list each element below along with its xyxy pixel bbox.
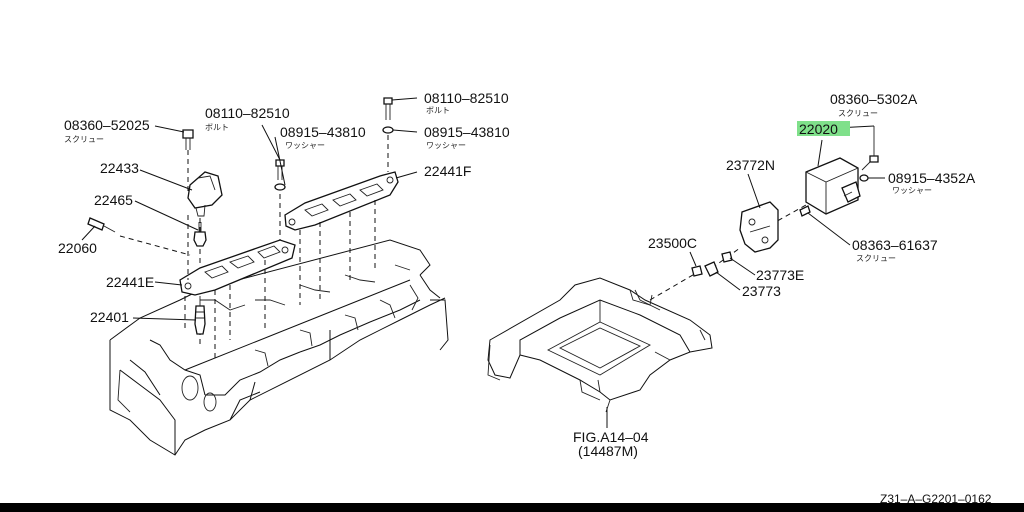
label-08915-43810-b-sub: ワッシャー — [426, 141, 466, 150]
control-unit-22020-shape — [805, 157, 861, 215]
label-22441f: 22441F — [424, 163, 471, 179]
bottom-border-bar — [0, 503, 1024, 512]
screw-08363-61637-shape — [799, 205, 811, 217]
part-23773e-shape — [721, 251, 733, 263]
label-23773e: 23773E — [756, 267, 804, 283]
label-08110-82510-a: 08110–82510 — [205, 105, 290, 121]
label-08110-82510-a-sub: ボルト — [205, 123, 229, 132]
label-08915-4352a-sub: ワッシャー — [892, 186, 932, 195]
label-22465: 22465 — [94, 192, 133, 208]
nut-23500c-shape — [691, 265, 703, 277]
label-08363-61637: 08363–61637 — [852, 237, 938, 253]
label-08360-52025: 08360–52025 — [64, 117, 150, 133]
label-08915-43810-a-sub: ワッシャー — [285, 141, 325, 150]
leader-lines — [81, 97, 885, 321]
label-22441e: 22441E — [106, 274, 154, 290]
label-23772n: 23772N — [726, 157, 775, 173]
ignition-gasket-22441e — [179, 239, 296, 296]
label-08110-82510-b-sub: ボルト — [426, 106, 450, 115]
label-22020: 22020 — [799, 121, 838, 137]
bolt-08110-82510-a-shape — [274, 159, 286, 191]
bolt-08110-82510-b-shape — [382, 97, 394, 134]
assembly-guide-lines-left — [119, 135, 389, 360]
label-23500c: 23500C — [648, 235, 697, 251]
ignition-gasket-22441f — [284, 171, 399, 231]
label-08915-43810-a: 08915–43810 — [280, 124, 366, 140]
intake-manifold-drawing — [487, 277, 713, 428]
part-labels: 08360–52025 スクリュー 08110–82510 ボルト 08915–… — [58, 90, 992, 506]
bracket-23772n-shape — [739, 201, 779, 253]
sensor-22465-shape — [193, 222, 207, 247]
cylinder-head-drawing — [109, 239, 449, 456]
label-22060: 22060 — [58, 240, 97, 256]
assembly-guide-lines-center — [649, 199, 816, 301]
part-23773-shape — [704, 261, 719, 277]
highlight-22020 — [797, 121, 850, 136]
drawing-code: Z31–A–G2201–0162 — [880, 492, 992, 506]
label-08360-52025-sub: スクリュー — [64, 135, 104, 144]
label-08915-4352a: 08915–4352A — [888, 170, 976, 186]
label-08915-43810-b: 08915–43810 — [424, 124, 510, 140]
label-08360-5302a-sub: スクリュー — [838, 109, 878, 118]
label-08363-61637-sub: スクリュー — [856, 254, 896, 263]
ignition-coil-22433-shape — [187, 171, 223, 217]
label-08360-5302a: 08360–5302A — [830, 91, 918, 107]
label-08110-82510-b: 08110–82510 — [424, 90, 509, 106]
label-fig-ref-sub: (14487M) — [578, 443, 638, 459]
screw-08360-52025-shape — [182, 129, 194, 150]
label-fig-ref: FIG.A14–04 — [573, 429, 649, 445]
screw-08360-5302a-shape — [861, 126, 879, 171]
sensor-22060-shape — [87, 217, 116, 233]
label-23773: 23773 — [742, 283, 781, 299]
washer-08915-4352a-shape — [859, 174, 869, 182]
label-22401: 22401 — [90, 309, 129, 325]
label-22433: 22433 — [100, 160, 139, 176]
spark-plug-22401-shape — [194, 296, 206, 335]
